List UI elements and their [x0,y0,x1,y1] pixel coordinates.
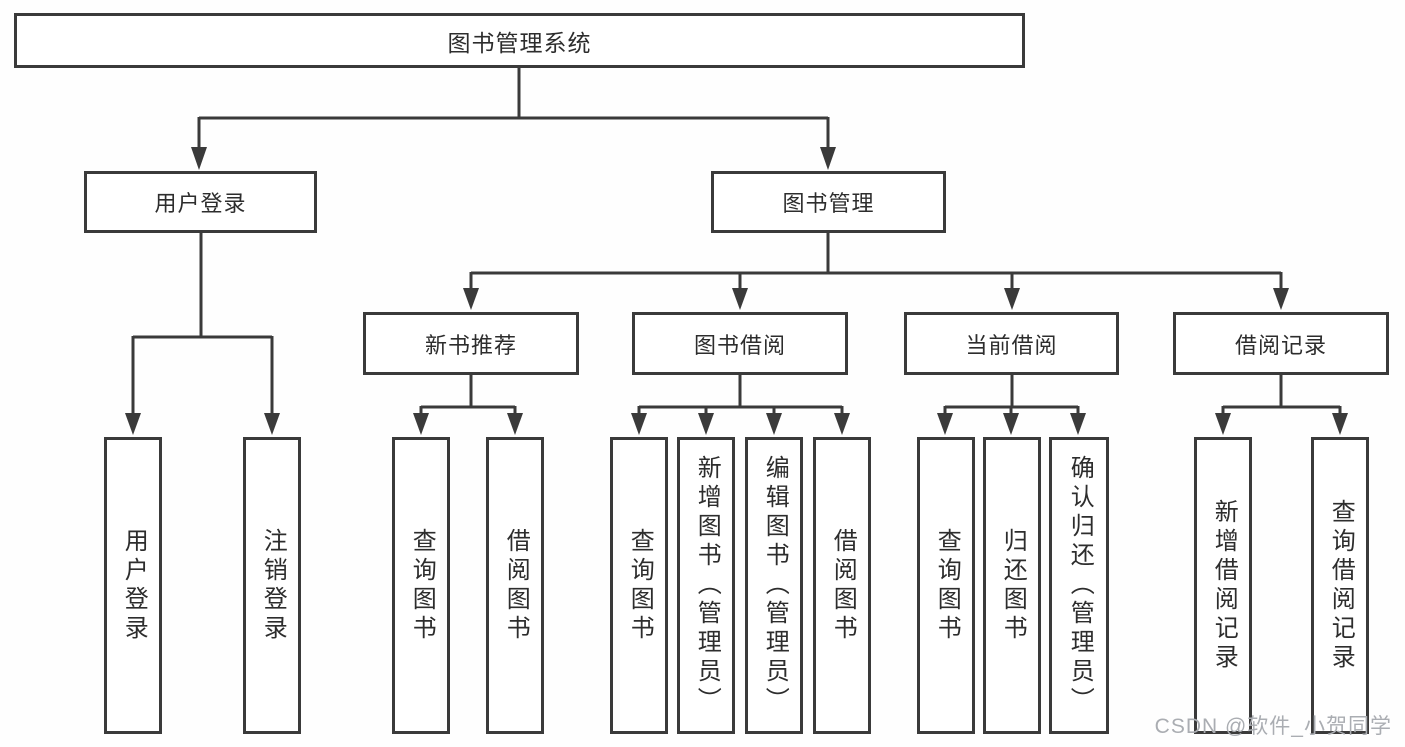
node-root-label: 图书管理系统 [447,29,592,56]
leaf-user-login-label: 用户登录 [120,527,148,644]
leaf-search-books-borrowing: 查询图书 [610,437,668,734]
leaf-add-book-admin: 新增图书（管理员） [677,437,735,734]
node-root: 图书管理系统 [14,13,1025,68]
leaf-confirm-return-admin-label: 确认归还（管理员） [1066,455,1094,716]
connector-arrowheads [125,147,1348,435]
leaf-borrow-books-borrowing: 借阅图书 [813,437,871,734]
leaf-borrow-books-recommend-label: 借阅图书 [502,527,530,644]
leaf-search-books-current: 查询图书 [917,437,975,734]
node-current-borrowing: 当前借阅 [904,312,1119,375]
leaf-borrow-books-borrowing-label: 借阅图书 [829,527,857,644]
node-new-book-recommendation-label: 新书推荐 [424,332,517,358]
node-current-borrowing-label: 当前借阅 [965,332,1058,358]
leaf-search-borrow-record: 查询借阅记录 [1311,437,1369,734]
node-new-book-recommendation: 新书推荐 [363,312,579,375]
leaf-search-books-borrowing-label: 查询图书 [626,527,654,644]
leaf-return-books: 归还图书 [983,437,1041,734]
node-user-login-label: 用户登录 [154,191,247,216]
leaf-search-books-recommend-label: 查询图书 [408,527,436,644]
node-borrowing-records-label: 借阅记录 [1234,332,1327,358]
leaf-edit-book-admin: 编辑图书（管理员） [745,437,803,734]
leaf-return-books-label: 归还图书 [999,527,1027,644]
node-user-login: 用户登录 [84,171,317,233]
leaf-logout: 注销登录 [243,437,301,734]
node-book-borrowing: 图书借阅 [632,312,848,375]
leaf-search-books-recommend: 查询图书 [392,437,450,734]
leaf-add-book-admin-label: 新增图书（管理员） [693,455,721,716]
leaf-search-borrow-record-label: 查询借阅记录 [1327,498,1355,673]
node-book-borrowing-label: 图书借阅 [693,332,786,358]
csdn-watermark: CSDN @软件_小贺同学 [1154,715,1392,738]
leaf-add-borrow-record-label: 新增借阅记录 [1210,498,1238,673]
leaf-logout-label: 注销登录 [259,527,287,644]
leaf-user-login: 用户登录 [104,437,162,734]
node-borrowing-records: 借阅记录 [1173,312,1389,375]
leaf-search-books-current-label: 查询图书 [933,527,961,644]
leaf-borrow-books-recommend: 借阅图书 [486,437,544,734]
leaf-add-borrow-record: 新增借阅记录 [1194,437,1252,734]
leaf-edit-book-admin-label: 编辑图书（管理员） [761,455,789,716]
node-book-management: 图书管理 [711,171,946,233]
node-book-management-label: 图书管理 [782,191,875,216]
leaf-confirm-return-admin: 确认归还（管理员） [1049,437,1109,734]
